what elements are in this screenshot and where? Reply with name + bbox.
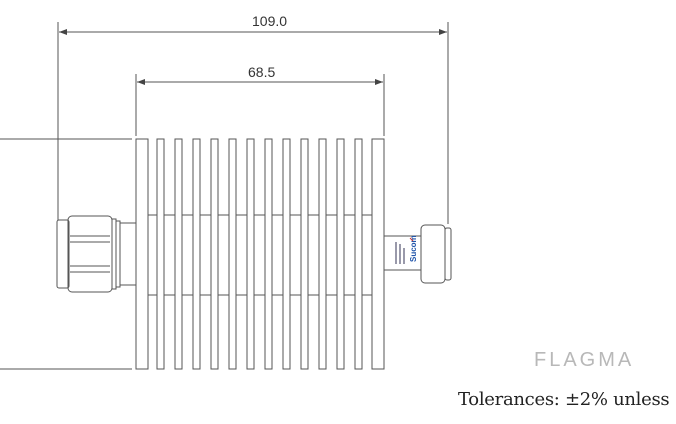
fin <box>174 138 183 370</box>
fin <box>210 138 219 370</box>
heatsink-fins <box>135 138 385 370</box>
watermark: FLAGMA <box>534 349 635 371</box>
fin <box>318 138 327 370</box>
fin <box>192 138 201 370</box>
fin <box>354 138 363 370</box>
product-label: Sucom <box>395 235 418 264</box>
fin <box>264 138 273 370</box>
fin <box>156 138 165 370</box>
brand-logo: Sucom <box>409 235 418 262</box>
heatsink-dimension-line <box>135 74 385 136</box>
left-n-connector <box>56 215 137 293</box>
heatsink-dimension-label: 68.5 <box>248 64 275 80</box>
fin <box>282 138 291 370</box>
right-connector <box>383 224 452 284</box>
fin <box>371 138 385 370</box>
tolerances-note: Tolerances: ±2% unless <box>458 389 670 410</box>
fin <box>336 138 345 370</box>
overall-dimension-label: 109.0 <box>252 13 287 29</box>
overall-dimension-line <box>57 22 449 224</box>
fin <box>135 138 149 370</box>
fin <box>228 138 237 370</box>
fin <box>246 138 255 370</box>
fin <box>300 138 309 370</box>
